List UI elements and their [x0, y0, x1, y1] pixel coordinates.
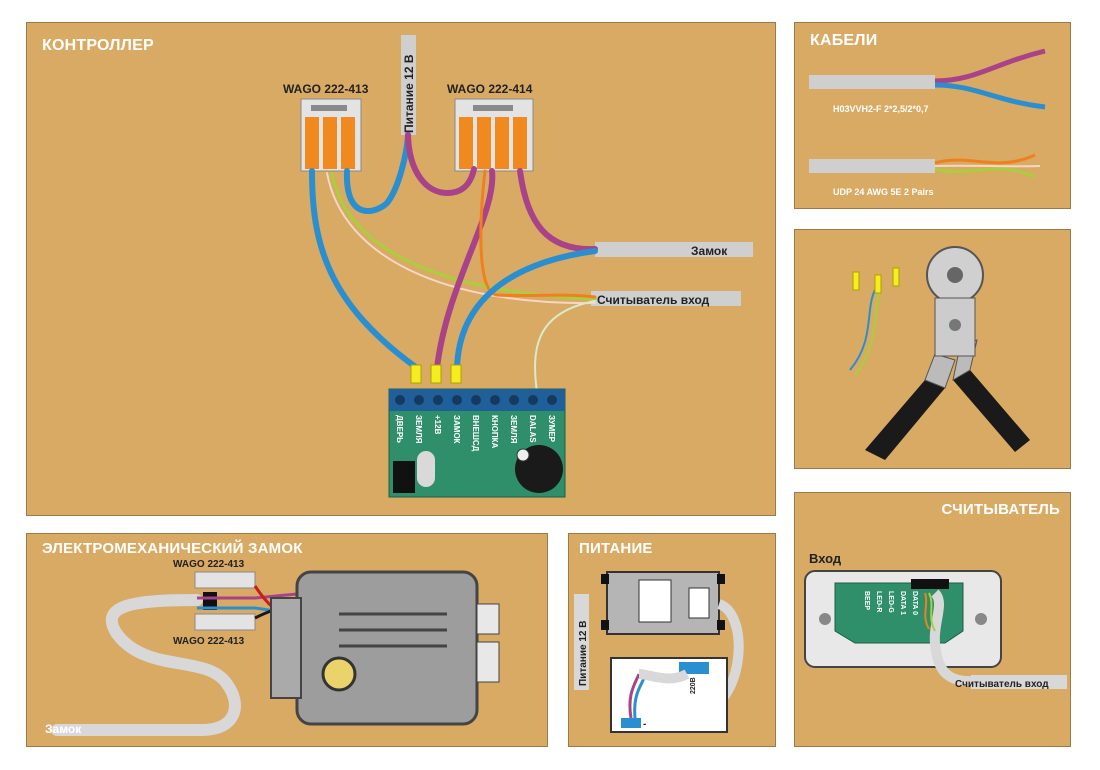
power-diagram: Питание 12 В 220В -: [574, 571, 744, 733]
cables-diagram: H03VVH2-F 2*2,5/2*0,7 UDP 24 AWG 5E 2 Pa…: [809, 48, 1046, 197]
wago-bottom-label: WAGO 222-413: [173, 636, 245, 647]
svg-text:DATA 1: DATA 1: [899, 591, 906, 615]
lock-body: [295, 570, 479, 726]
lock-cable-label: Замок: [45, 722, 82, 736]
panel-title: СЧИТЫВАТЕЛЬ: [941, 501, 1060, 518]
cable2-label: UDP 24 AWG 5E 2 Pairs: [833, 187, 934, 197]
psu-mark: 220В: [690, 677, 697, 694]
svg-text:ЗЕМЛЯ: ЗЕМЛЯ: [509, 415, 518, 444]
lock-panel: ЭЛЕКТРОМЕХАНИЧЕСКИЙ ЗАМОК Замок WAGO 222…: [26, 533, 548, 747]
wires: [309, 132, 598, 394]
svg-text:ВНЕШСД: ВНЕШСД: [471, 415, 480, 452]
svg-text:ДВЕРЬ: ДВЕРЬ: [395, 415, 404, 443]
cables-panel: КАБЕЛИ H03VVH2-F 2*2,5/2*0,7 UDP 24 AWG …: [794, 22, 1071, 209]
reader-cable: [591, 291, 741, 306]
svg-text:ЗАМОК: ЗАМОК: [452, 415, 461, 444]
reader-input-label: Вход: [809, 551, 842, 566]
lock-diagram: Замок WAGO 222-413 WAGO 222-413: [45, 559, 500, 736]
power-label: Питание 12 В: [578, 621, 589, 686]
wago-left-label: WAGO 222-413: [283, 82, 369, 96]
reader-panel: СЧИТЫВАТЕЛЬ Вход BEEP LED-R LED-G DATA 1…: [794, 492, 1071, 747]
svg-text:ЗЕМЛЯ: ЗЕМЛЯ: [414, 415, 423, 444]
cable1-label: H03VVH2-F 2*2,5/2*0,7: [833, 104, 929, 114]
svg-text:DATA 0: DATA 0: [911, 591, 918, 615]
lock-cable: [595, 242, 753, 257]
svg-text:LED-R: LED-R: [875, 591, 882, 612]
svg-text:LED-G: LED-G: [887, 591, 894, 613]
wago-right-label: WAGO 222-414: [447, 82, 533, 96]
panel-title: КАБЕЛИ: [810, 32, 878, 49]
power-cable: [401, 35, 416, 135]
crimper-panel: [794, 229, 1071, 469]
svg-text:+12В: +12В: [433, 415, 442, 435]
panel-title: КОНТРОЛЛЕР: [42, 37, 154, 54]
controller-board: ДВЕРЬ ЗЕМЛЯ +12В ЗАМОК ВНЕШСД КНОПКА ЗЕМ…: [388, 388, 566, 498]
reader-in-label: Считыватель вход: [955, 679, 1049, 690]
svg-text:КНОПКА: КНОПКА: [490, 415, 499, 449]
svg-text:ЗУМЕР: ЗУМЕР: [547, 415, 556, 443]
controller-diagram: Замок Считыватель вход Питание 12 В WAGO…: [283, 35, 753, 498]
terminal-minus: -: [643, 719, 646, 730]
crimper-tool-image: [849, 246, 1030, 460]
svg-text:DALAS: DALAS: [528, 415, 537, 443]
svg-text:BEEP: BEEP: [863, 591, 870, 610]
reader-diagram: Вход BEEP LED-R LED-G DATA 1 DATA 0 Счит…: [804, 551, 1067, 690]
power-panel: ПИТАНИЕ Питание 12 В 220В -: [568, 533, 776, 747]
power-label: Питание 12 В: [402, 54, 416, 133]
wago-top-label: WAGO 222-413: [173, 559, 245, 570]
panel-title: ЭЛЕКТРОМЕХАНИЧЕСКИЙ ЗАМОК: [42, 540, 303, 557]
controller-panel: КОНТРОЛЛЕР Замок Считыватель вход Питани…: [26, 22, 776, 516]
wago-right-connector: [454, 98, 534, 172]
lock-label: Замок: [691, 244, 728, 258]
wago-left-connector: [300, 98, 362, 172]
panel-title: ПИТАНИЕ: [579, 540, 653, 557]
reader-in-label: Считыватель вход: [597, 293, 710, 307]
